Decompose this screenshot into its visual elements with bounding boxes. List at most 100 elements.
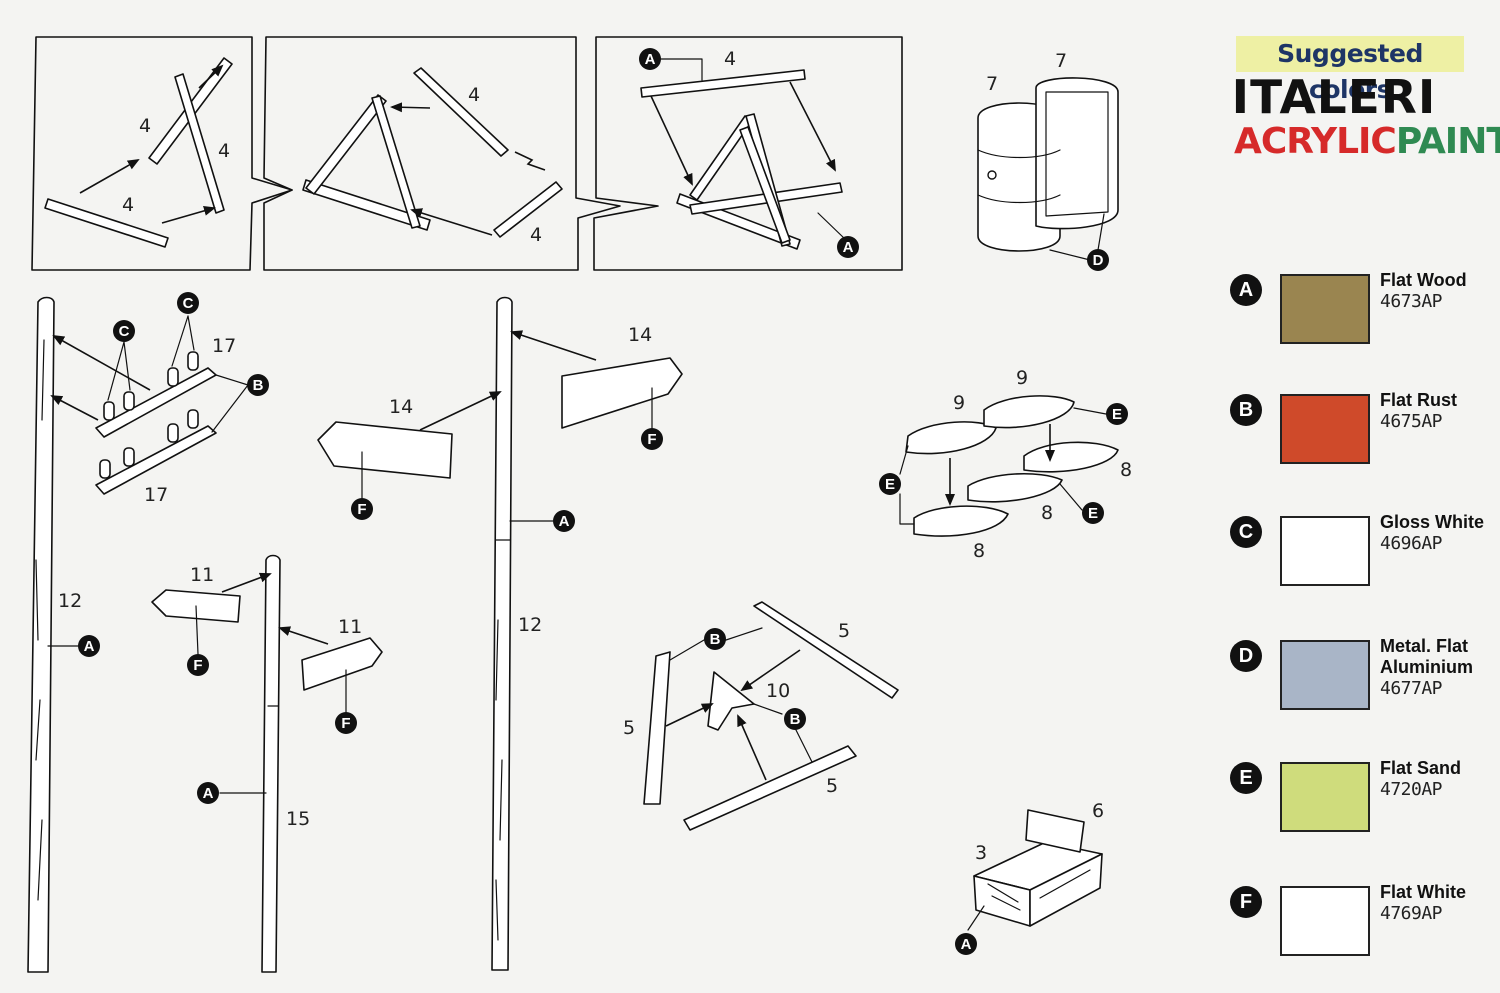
step-box-2: 4 4 bbox=[263, 36, 621, 271]
color-name: Flat Sand bbox=[1380, 758, 1462, 778]
part-number-7: 7 bbox=[1055, 50, 1067, 72]
color-letter-badge: B bbox=[1230, 394, 1262, 426]
callout-b: B bbox=[253, 377, 264, 394]
callout-b: B bbox=[790, 711, 801, 728]
callout-d: D bbox=[1093, 252, 1104, 269]
color-code: 4720AP bbox=[1380, 779, 1443, 800]
part-number-10: 10 bbox=[766, 680, 790, 702]
part-number-4: 4 bbox=[468, 84, 480, 106]
pole-with-insulators: C C B 17 17 12 A bbox=[27, 292, 269, 973]
rod-frame bbox=[676, 113, 843, 250]
color-letter-badge: A bbox=[1230, 274, 1262, 306]
callout-a: A bbox=[559, 513, 570, 530]
part-number-4: 4 bbox=[724, 48, 736, 70]
color-letter-badge: E bbox=[1230, 762, 1262, 794]
suggested-colors-panel: Suggested colors ITALERI ACRYLICPAINT A … bbox=[1220, 30, 1500, 980]
callout-c: C bbox=[119, 323, 130, 340]
step-box-1: 4 4 4 bbox=[31, 36, 293, 271]
rod-frame bbox=[302, 67, 563, 238]
ammo-crate: A 3 6 bbox=[955, 800, 1104, 955]
part-number-5: 5 bbox=[623, 717, 635, 739]
callout-e: E bbox=[885, 476, 895, 493]
paint-text: PAINT bbox=[1395, 121, 1500, 162]
part-number-4: 4 bbox=[139, 115, 151, 137]
color-swatch bbox=[1280, 886, 1370, 956]
callout-e: E bbox=[1112, 406, 1122, 423]
callout-a: A bbox=[843, 239, 854, 256]
callout-a-badge bbox=[837, 236, 859, 258]
oil-drum: D 7 7 bbox=[977, 50, 1119, 271]
part-number-14: 14 bbox=[628, 324, 652, 346]
color-code: 4675AP bbox=[1380, 411, 1443, 432]
part-number-9: 9 bbox=[1016, 367, 1028, 389]
color-name: Gloss White bbox=[1380, 512, 1485, 532]
part-number-17: 17 bbox=[144, 484, 168, 506]
color-swatch bbox=[1280, 762, 1370, 832]
color-name: Metal. Flat Aluminium bbox=[1380, 636, 1473, 677]
color-code: 4673AP bbox=[1380, 291, 1443, 312]
signpost-small: F F A 11 11 15 bbox=[151, 554, 383, 973]
color-code: 4696AP bbox=[1380, 533, 1443, 554]
brand-logo: ITALERI bbox=[1231, 70, 1437, 124]
part-number-5: 5 bbox=[838, 620, 850, 642]
part-number-9: 9 bbox=[953, 392, 965, 414]
sandbags: E E E 9 9 8 8 8 bbox=[879, 367, 1132, 562]
callout-f: F bbox=[647, 431, 656, 448]
acrylic-text: ACRYLIC bbox=[1234, 121, 1397, 162]
part-number-6: 6 bbox=[1092, 800, 1104, 822]
color-name: Flat White bbox=[1380, 882, 1466, 902]
callout-f: F bbox=[341, 715, 350, 732]
callout-a-badge bbox=[639, 48, 661, 70]
color-swatch bbox=[1280, 274, 1370, 344]
callout-f: F bbox=[193, 657, 202, 674]
callout-a: A bbox=[84, 638, 95, 655]
acrylic-paint-logo: ACRYLICPAINT bbox=[1234, 121, 1500, 162]
part-number-5: 5 bbox=[826, 775, 838, 797]
signpost-tall: F F A 14 14 12 bbox=[317, 296, 683, 971]
callout-e: E bbox=[1088, 505, 1098, 522]
part-number-8: 8 bbox=[973, 540, 985, 562]
callout-a: A bbox=[203, 785, 214, 802]
color-letter-badge: C bbox=[1230, 516, 1262, 548]
part-number-8: 8 bbox=[1120, 459, 1132, 481]
tank-trap: B B 5 5 5 10 bbox=[623, 601, 899, 831]
callout-a: A bbox=[645, 51, 656, 68]
color-letter-badge: F bbox=[1230, 886, 1262, 918]
part-number-4: 4 bbox=[530, 224, 542, 246]
color-swatch bbox=[1280, 394, 1370, 464]
callout-c: C bbox=[183, 295, 194, 312]
insulators bbox=[99, 351, 199, 479]
color-code: 4769AP bbox=[1380, 903, 1443, 924]
part-number-11: 11 bbox=[338, 616, 362, 638]
color-name: Flat Rust bbox=[1380, 390, 1458, 410]
assembly-diagram: 4 4 4 4 4 A bbox=[27, 36, 1132, 973]
step-box-3: A A 4 bbox=[593, 36, 903, 271]
callout-a: A bbox=[961, 936, 972, 953]
part-number-17: 17 bbox=[212, 335, 236, 357]
suggested-colors-title: Suggested colors bbox=[1236, 36, 1464, 104]
part-number-14: 14 bbox=[389, 396, 413, 418]
color-name: Flat Wood bbox=[1380, 270, 1467, 290]
part-number-11: 11 bbox=[190, 564, 214, 586]
callout-b: B bbox=[710, 631, 721, 648]
callout-f: F bbox=[357, 501, 366, 518]
part-number-3: 3 bbox=[975, 842, 987, 864]
color-code: 4677AP bbox=[1380, 678, 1443, 699]
part-number-8: 8 bbox=[1041, 502, 1053, 524]
color-letter-badge: D bbox=[1230, 640, 1262, 672]
color-swatch bbox=[1280, 640, 1370, 710]
part-number-12: 12 bbox=[58, 590, 82, 612]
rod-part-4 bbox=[44, 57, 233, 248]
part-number-4: 4 bbox=[122, 194, 134, 216]
part-number-4: 4 bbox=[218, 140, 230, 162]
color-swatch bbox=[1280, 516, 1370, 586]
part-number-15: 15 bbox=[286, 808, 310, 830]
part-number-12: 12 bbox=[518, 614, 542, 636]
part-number-7: 7 bbox=[986, 73, 998, 95]
